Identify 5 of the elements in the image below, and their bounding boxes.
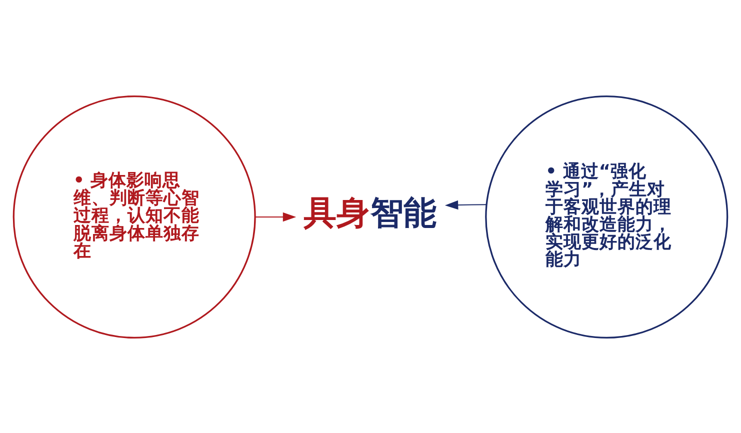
arrow: [444, 200, 487, 210]
arrow: [255, 212, 296, 222]
node-text: 具身智能: [303, 192, 436, 232]
node-circle: • 身体影响思维、判断等心智过程，认知不能脱离身体单独存在: [12, 94, 256, 338]
node-circle: • 通过“强化学习”，产生对于客观世界的理解和改造能力，实现更好的泛化能力: [485, 94, 728, 338]
